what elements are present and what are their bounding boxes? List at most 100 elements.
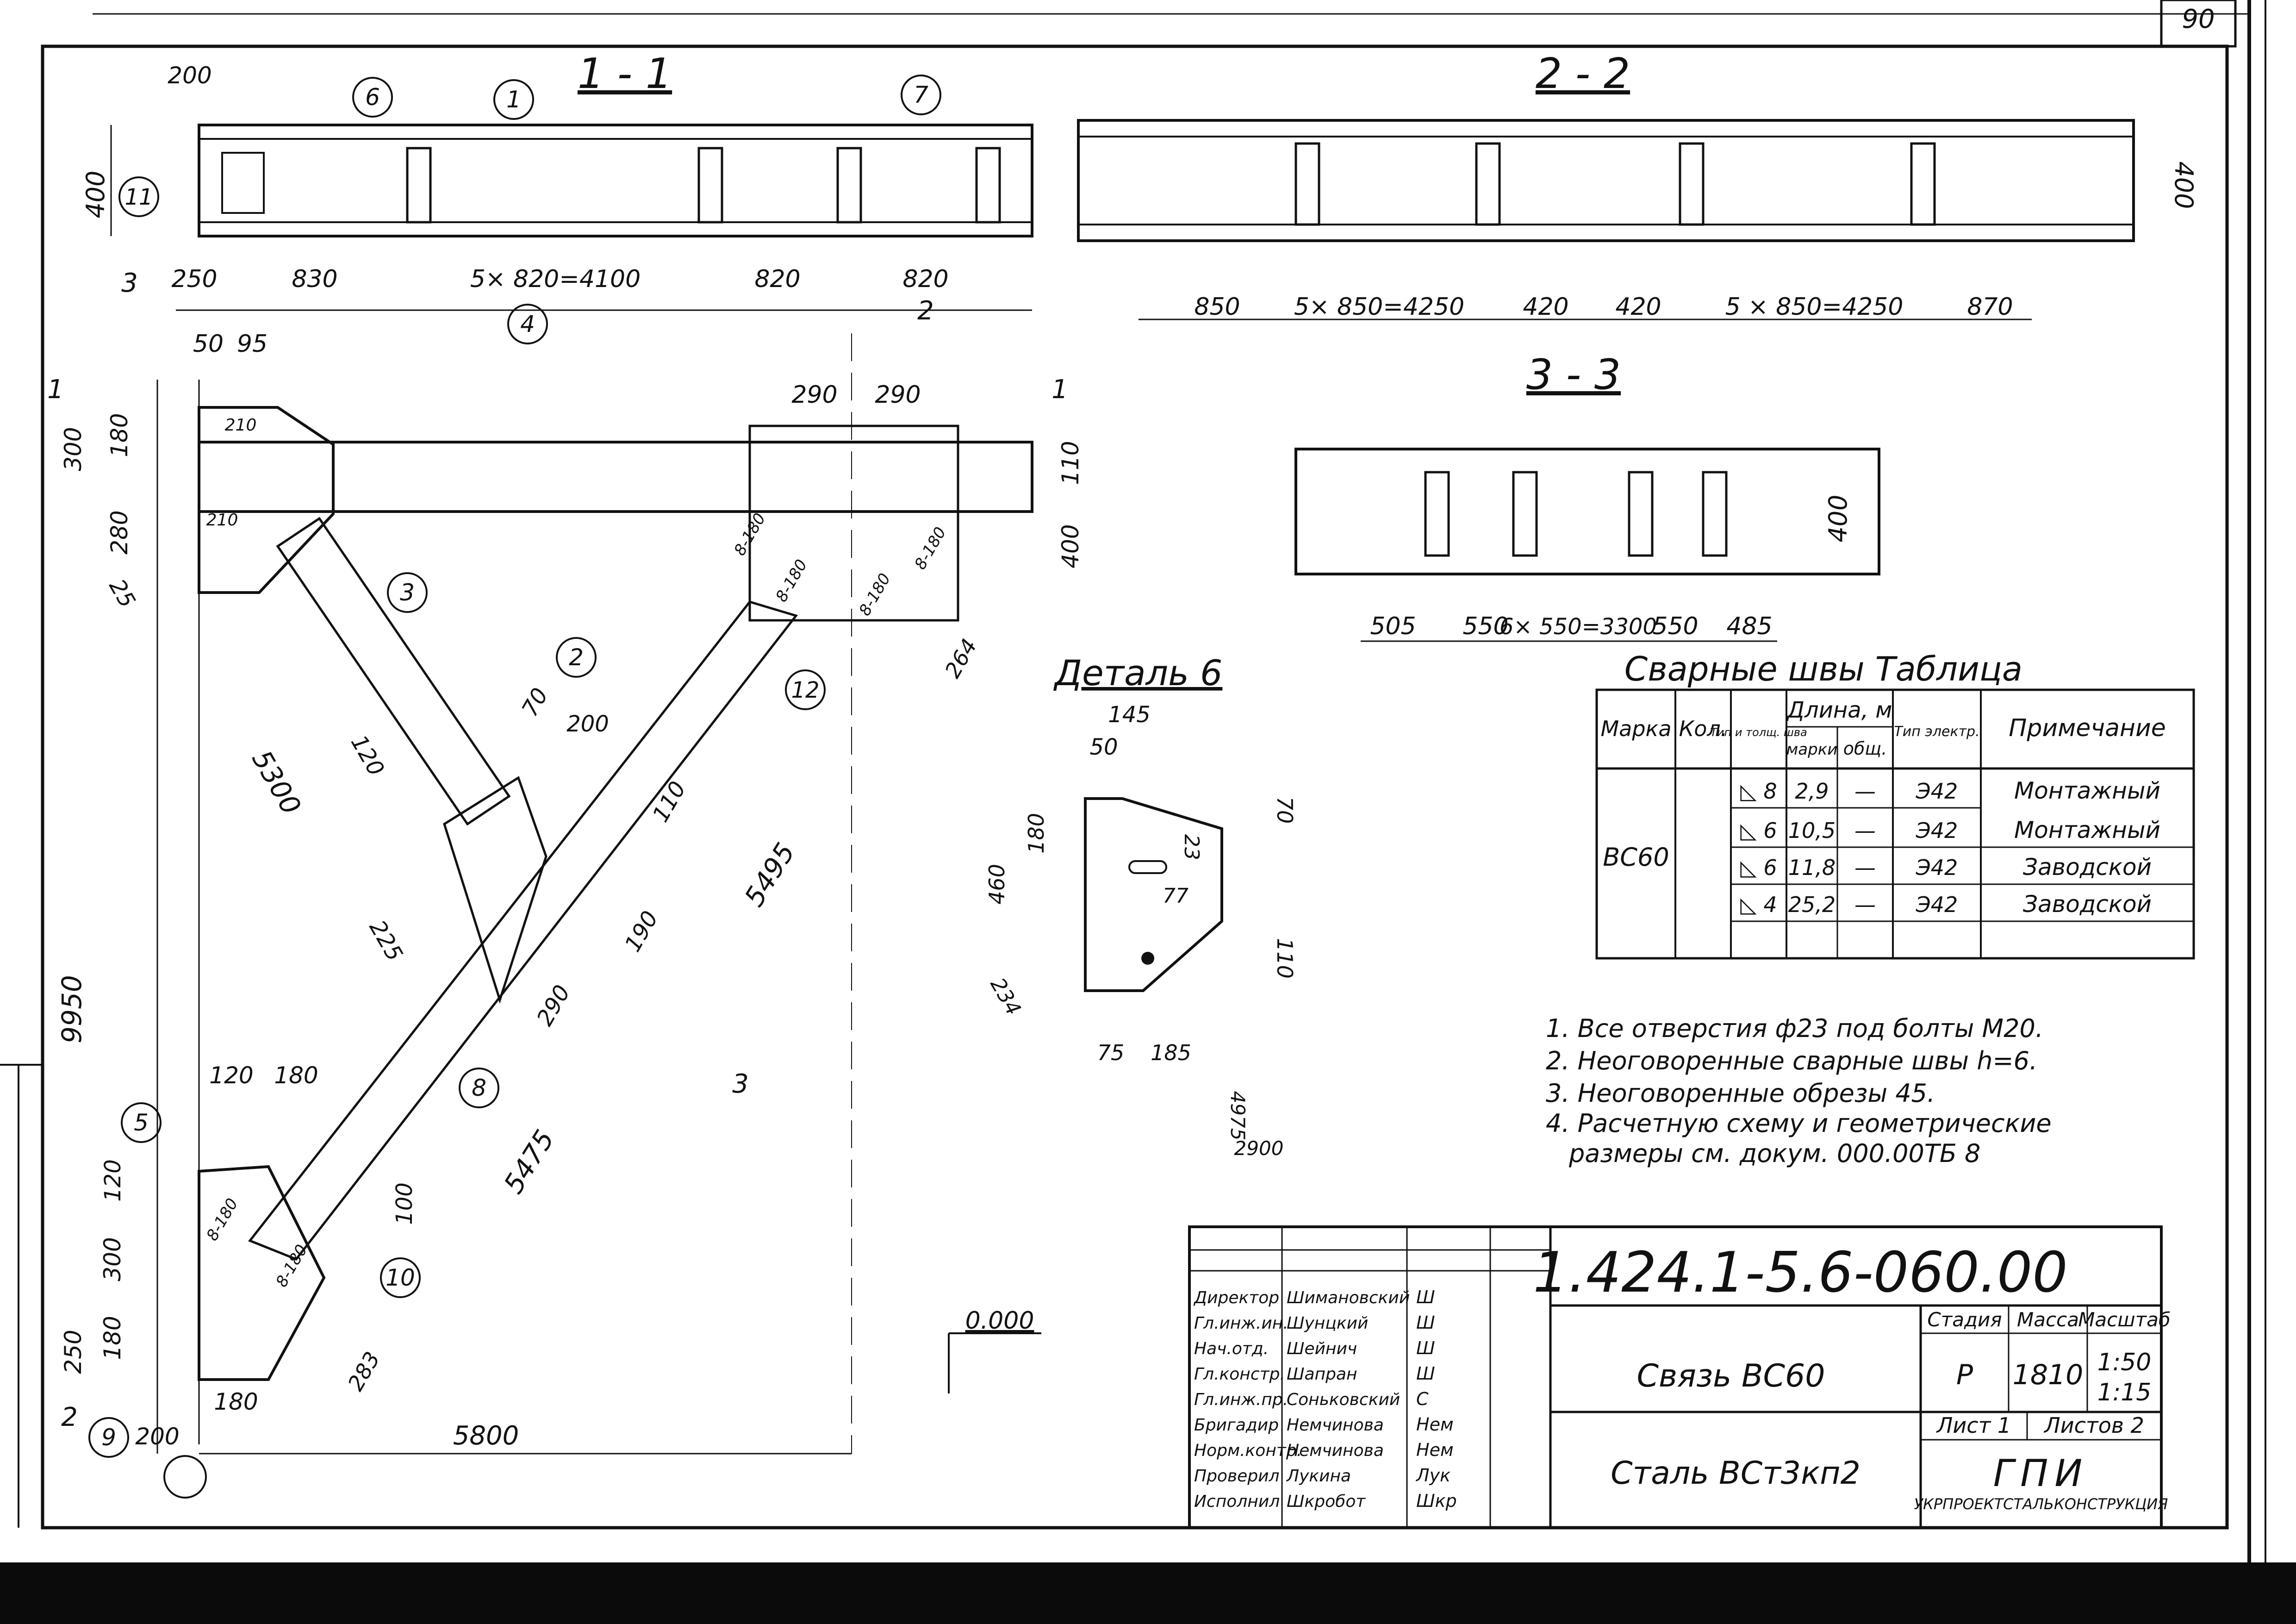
detail-6-dim: 50 (1089, 734, 1118, 760)
callout-circle (459, 1068, 499, 1108)
weld-row-note: Заводской (2023, 891, 2152, 918)
section-3-3-stiffener (1628, 471, 1654, 557)
bottom-dim: 200 (135, 1423, 179, 1450)
detail-6-title: Деталь 6 (1053, 652, 1223, 693)
detail-6-dim: 75 (1097, 1040, 1125, 1065)
section-1-1-dim: 250 (171, 265, 217, 293)
corner-box (2160, 0, 2237, 48)
top-dim: 290 (875, 381, 921, 409)
detail-6-dim: 185 (1151, 1040, 1191, 1065)
staff-role: Проверил (1194, 1467, 1280, 1486)
diag-dim: 100 (392, 1182, 417, 1225)
top-dim: 95 (237, 330, 268, 358)
section-1-1-stiffener (697, 147, 723, 224)
detail-6-dim: 234 (985, 974, 1025, 1019)
weld-row-total: — (1854, 855, 1876, 880)
callout-circle (556, 637, 597, 678)
sheet-frame (41, 44, 2229, 1530)
middle-gusset (443, 776, 548, 1004)
long-dim: 5495 (738, 837, 801, 912)
section-2-2-title: 2 - 2 (1536, 50, 1630, 98)
left-dim: 300 (99, 1237, 126, 1281)
section-1-1-stiffener (406, 147, 432, 224)
weld-header-qty: Кол. (1679, 716, 1728, 741)
staff-role: Директор (1193, 1288, 1279, 1307)
section-3-3-stiffener (1702, 471, 1728, 557)
callout-label: 2 (569, 644, 584, 671)
title-block-frame (1188, 1225, 2163, 1529)
staff-name: Шунцкий (1287, 1314, 1368, 1333)
section-1-1-title: 1 - 1 (578, 50, 672, 98)
scale-value: 1:15 (2097, 1379, 2152, 1406)
elevation-label: 0.000 (965, 1307, 1034, 1335)
staff-name: Немчинова (1287, 1441, 1384, 1460)
section-3-3-title: 3 - 3 (1526, 350, 1621, 399)
staff-role: Гл.констр. (1194, 1365, 1285, 1384)
total-width: 5800 (453, 1421, 519, 1451)
long-dim: 5475 (498, 1124, 560, 1199)
section-2-2-height: 400 (2169, 161, 2198, 209)
doc-material: Сталь ВСт3кп2 (1611, 1455, 1860, 1492)
section-3-3-dim: 485 (1726, 612, 1772, 640)
weld-row-len: 25,2 (1788, 892, 1836, 917)
section-3-3-height: 400 (1823, 494, 1853, 542)
callout-circle (352, 77, 393, 118)
top-plate (748, 425, 959, 622)
weld-row-note: Монтажный (2014, 817, 2160, 843)
weld-row-el: Э42 (1916, 892, 1958, 917)
weld-row-note: Заводской (2023, 854, 2152, 881)
scale-label: Масштаб (2078, 1308, 2171, 1331)
doc-number: 1.424.1-5.6-060.00 (1533, 1241, 2067, 1305)
note-line: 1. Все отверстия ф23 под болты М20. (1546, 1014, 2043, 1043)
section-3-3: 3 - 3 400 505 550 6× 550=3300 550 485 (1294, 350, 1880, 642)
callout-circle (118, 176, 159, 217)
weld-table-title: Сварные швы Таблица (1624, 650, 2022, 688)
note-line: 3. Неоговоренные обрезы 45. (1546, 1079, 1935, 1108)
signatures: Ш Ш Ш Ш С Нем Нем Лук Шкр (1415, 1287, 1457, 1511)
signature: Лук (1415, 1465, 1450, 1486)
section-2-2-dim: 5 × 850=4250 (1725, 293, 1904, 321)
stage-value: Р (1956, 1359, 1973, 1391)
section-2-2: 2 - 2 400 850 5× 850=4250 420 420 5 × 85… (1077, 50, 2198, 321)
detail-6-dim: 180 (1024, 813, 1049, 854)
weld-row-type: ◺ 6 (1740, 818, 1777, 843)
section-mark: 2 (61, 1402, 78, 1432)
section-1-1-dim: 820 (754, 265, 800, 293)
staff-role: Норм.контр. (1194, 1441, 1302, 1460)
stage-label: Стадия (1927, 1308, 2002, 1331)
weld-row-total: — (1854, 892, 1876, 917)
long-dim: 5300 (246, 745, 307, 820)
staff-name: Шкробот (1287, 1492, 1366, 1511)
weld-header-mark: Марка (1600, 716, 1671, 741)
mid-dim: 120 (209, 1062, 253, 1089)
section-1-1-dim: 820 (902, 265, 948, 293)
staff-role: Гл.инж.ин. (1194, 1314, 1288, 1333)
plate-label: 8-180 (772, 556, 811, 606)
diag-dim: 200 (566, 711, 609, 737)
callout-label: 7 (914, 81, 928, 108)
section-2-2-stiffener (1294, 142, 1320, 226)
sheet-corner-number: 90 (2182, 4, 2215, 34)
weld-row-el: Э42 (1916, 818, 1958, 843)
org-logo: ГПИ (1993, 1452, 2089, 1495)
staff-role: Бригадир (1194, 1416, 1279, 1435)
weld-header-note: Примечание (2009, 714, 2166, 742)
left-dim: 180 (106, 413, 133, 457)
weld-header-electrode: Тип электр. (1894, 724, 1979, 740)
diag-dim: 120 (346, 731, 389, 780)
callout-circle (121, 1102, 162, 1143)
diagonal-member-2 (248, 600, 798, 1261)
callouts: 1 2 3 4 5 6 7 8 9 10 11 12 (88, 75, 941, 1458)
signature: Нем (1416, 1440, 1454, 1460)
section-3-3-stiffener (1512, 471, 1538, 557)
section-2-2-stiffener (1910, 142, 1936, 226)
callout-circle (785, 669, 826, 710)
section-2-2-dim: 850 (1194, 293, 1240, 321)
detail-6-dim: 2900 (1234, 1137, 1284, 1160)
weld-header-type: Тип и толщ. шва (1710, 726, 1807, 739)
weld-mark-value: ВС60 (1603, 843, 1669, 872)
weld-row-el: Э42 (1916, 855, 1958, 880)
section-3-3-dim: 550 (1462, 612, 1508, 640)
section-1-1-stiffener (975, 147, 1001, 224)
